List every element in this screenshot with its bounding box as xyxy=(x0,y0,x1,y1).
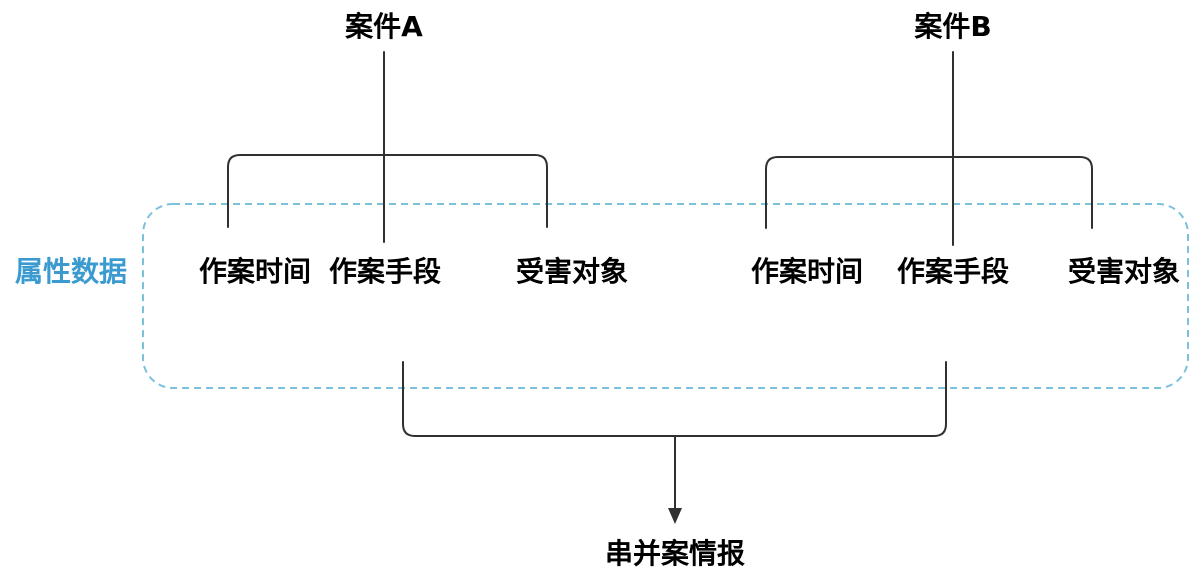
result-arrow-head-icon xyxy=(668,508,682,524)
case-a-attr-method: 作案手段 xyxy=(328,255,441,288)
case-a-bracket xyxy=(227,154,548,228)
merge-bracket xyxy=(402,361,947,437)
case-b-title: 案件B xyxy=(914,10,992,43)
case-b-attr-method: 作案手段 xyxy=(896,255,1009,288)
result-label: 串并案情报 xyxy=(604,537,745,570)
case-a-title: 案件A xyxy=(345,10,423,43)
case-a-attr-time: 作案时间 xyxy=(198,255,311,288)
case-b-attr-victim: 受害对象 xyxy=(1067,255,1180,288)
attribute-region-border xyxy=(142,203,1189,389)
case-a-attr-victim: 受害对象 xyxy=(515,255,628,288)
case-b-attr-time: 作案时间 xyxy=(750,255,863,288)
attribute-data-label: 属性数据 xyxy=(14,255,127,288)
case-b-bracket xyxy=(765,156,1093,229)
